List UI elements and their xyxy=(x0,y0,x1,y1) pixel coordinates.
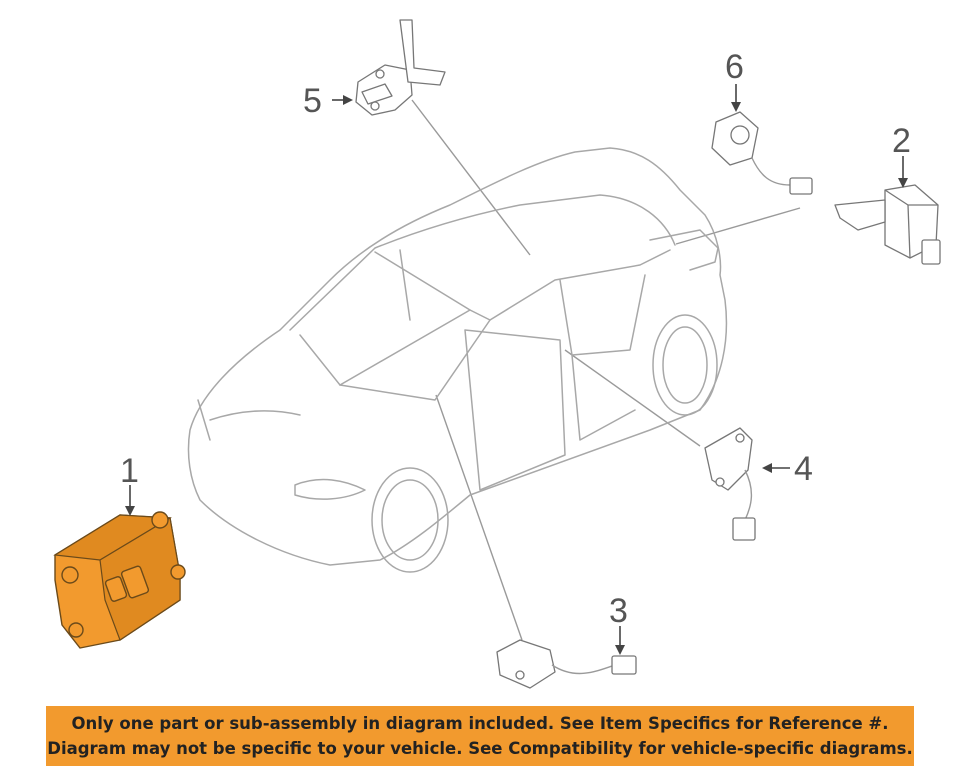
callout-1: 1 xyxy=(120,452,139,490)
part-3-sensor xyxy=(497,640,636,688)
callout-3: 3 xyxy=(609,592,628,630)
disclaimer-line-2: Diagram may not be specific to your vehi… xyxy=(46,736,914,761)
part-2-module xyxy=(835,185,940,264)
vehicle-outline xyxy=(188,148,726,572)
disclaimer-banner: Only one part or sub-assembly in diagram… xyxy=(46,706,914,766)
leader-lines xyxy=(412,100,800,640)
callout-4: 4 xyxy=(794,450,813,488)
part-4-sensor xyxy=(705,428,755,540)
callout-5: 5 xyxy=(303,82,322,120)
part-1-control-module xyxy=(55,512,185,648)
part-6-sensor xyxy=(712,112,812,194)
part-5-bracket xyxy=(356,20,445,115)
disclaimer-line-1: Only one part or sub-assembly in diagram… xyxy=(46,711,914,736)
callout-6: 6 xyxy=(725,48,744,86)
callout-arrows xyxy=(125,84,908,655)
callout-2: 2 xyxy=(892,122,911,160)
parts-diagram: 1 2 3 4 5 6 xyxy=(0,0,960,706)
